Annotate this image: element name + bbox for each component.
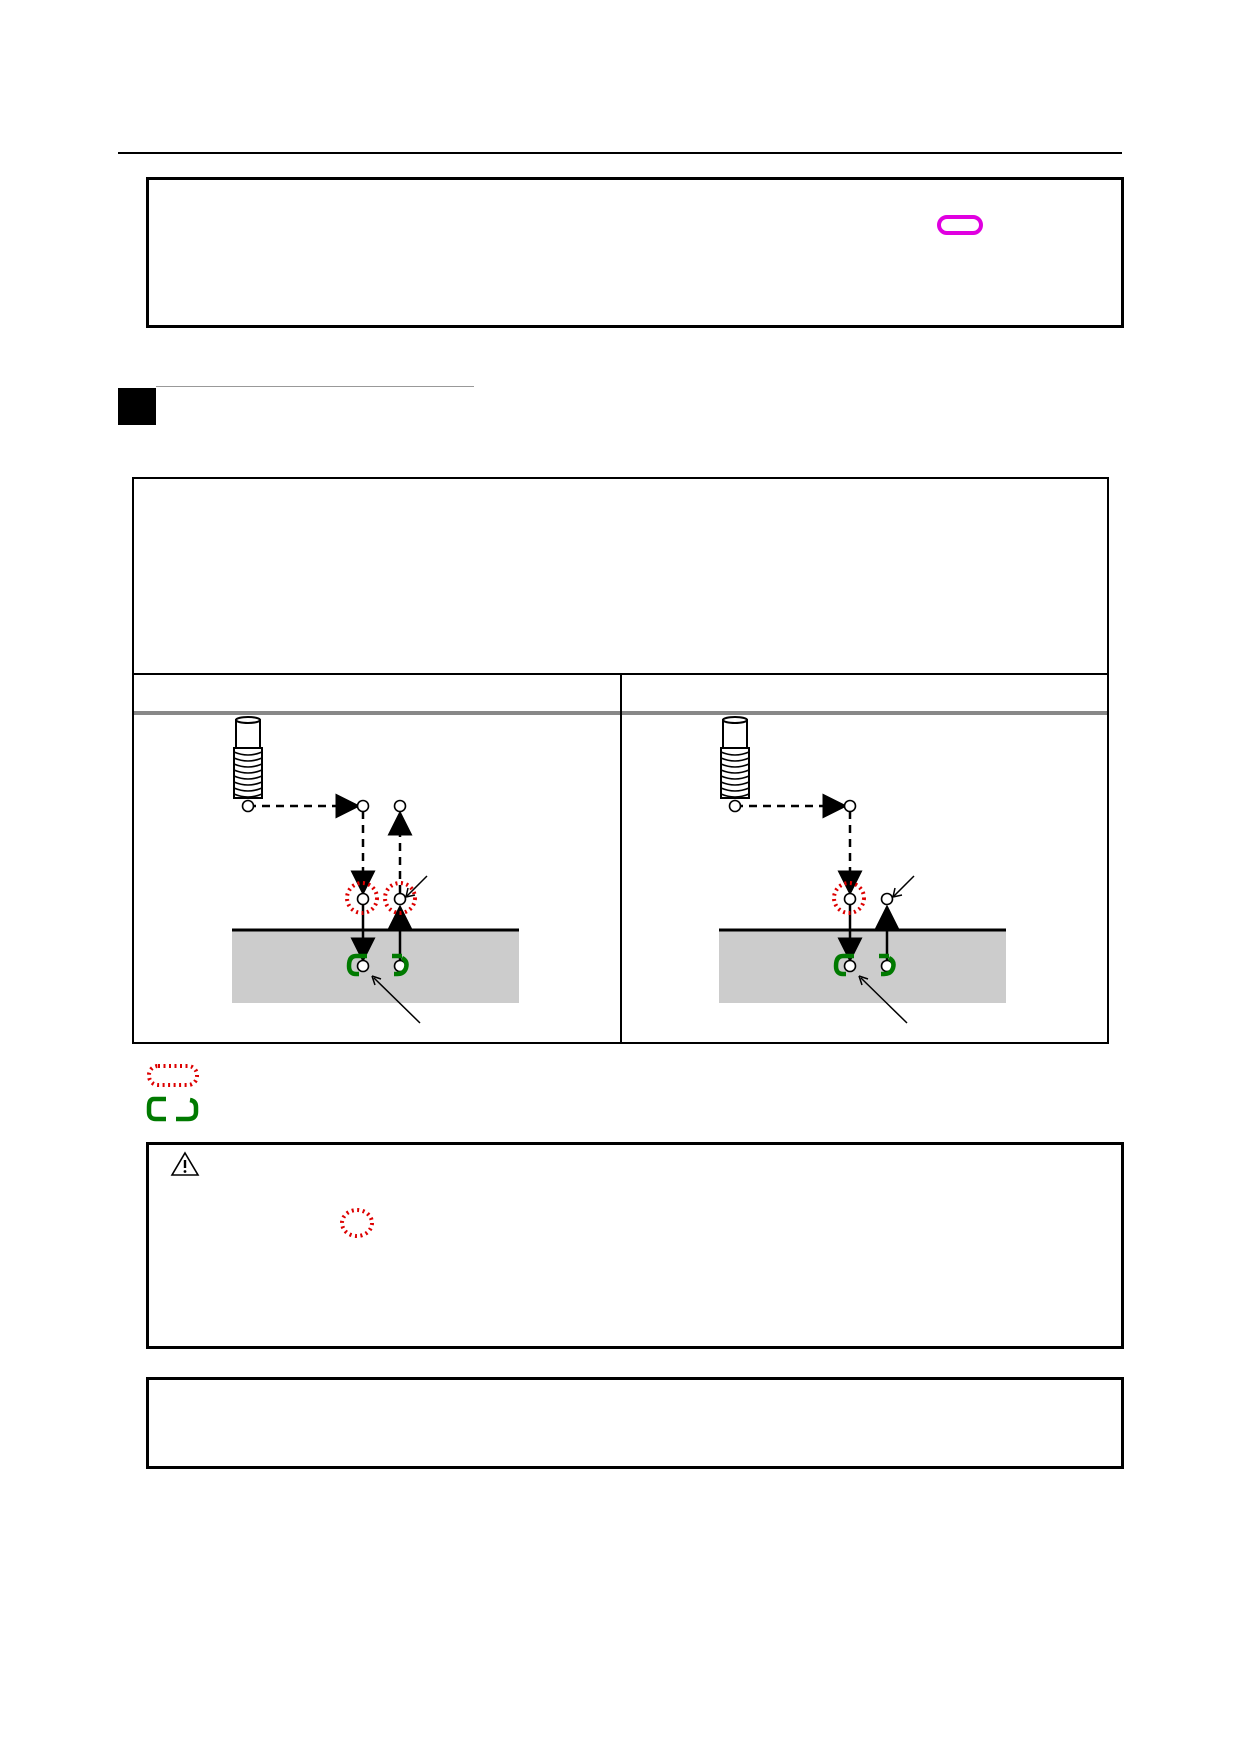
notice-box: [146, 177, 1124, 328]
warning-triangle-icon: [170, 1151, 200, 1176]
workpiece: [232, 930, 519, 1003]
green-bracket-marker-icon: [346, 953, 409, 977]
note-box: [146, 1377, 1124, 1469]
panel-header-divider: [134, 673, 1107, 675]
section-heading-rule: [156, 386, 474, 387]
red-dotted-circle-icon: [340, 1208, 374, 1238]
tap-tool-icon: [233, 716, 263, 799]
column-header-right: [622, 675, 1107, 711]
column-header-left: [134, 675, 620, 711]
right-diagram: [719, 716, 1006, 1024]
workpiece: [719, 930, 1006, 1003]
caution-box: [146, 1142, 1124, 1349]
tap-tool-icon: [720, 716, 750, 799]
section-heading: [118, 386, 474, 425]
legend-item: [146, 1095, 1046, 1123]
header-rule: [118, 152, 1122, 154]
red-dotted-marker-icon: [147, 1064, 199, 1087]
left-diagram: [232, 716, 519, 1024]
green-bracket-marker-icon: [833, 953, 896, 977]
column-divider: [620, 675, 622, 1042]
black-square-icon: [118, 388, 156, 425]
legend-item: [146, 1063, 1046, 1089]
red-dotted-marker-icon: [832, 881, 866, 915]
red-dotted-marker-icon: [345, 881, 417, 915]
figure-panel: [132, 477, 1109, 1044]
green-bracket-marker-icon: [146, 1096, 199, 1122]
legend: [146, 1063, 1106, 1125]
magenta-rounded-rect-icon: [937, 215, 983, 235]
